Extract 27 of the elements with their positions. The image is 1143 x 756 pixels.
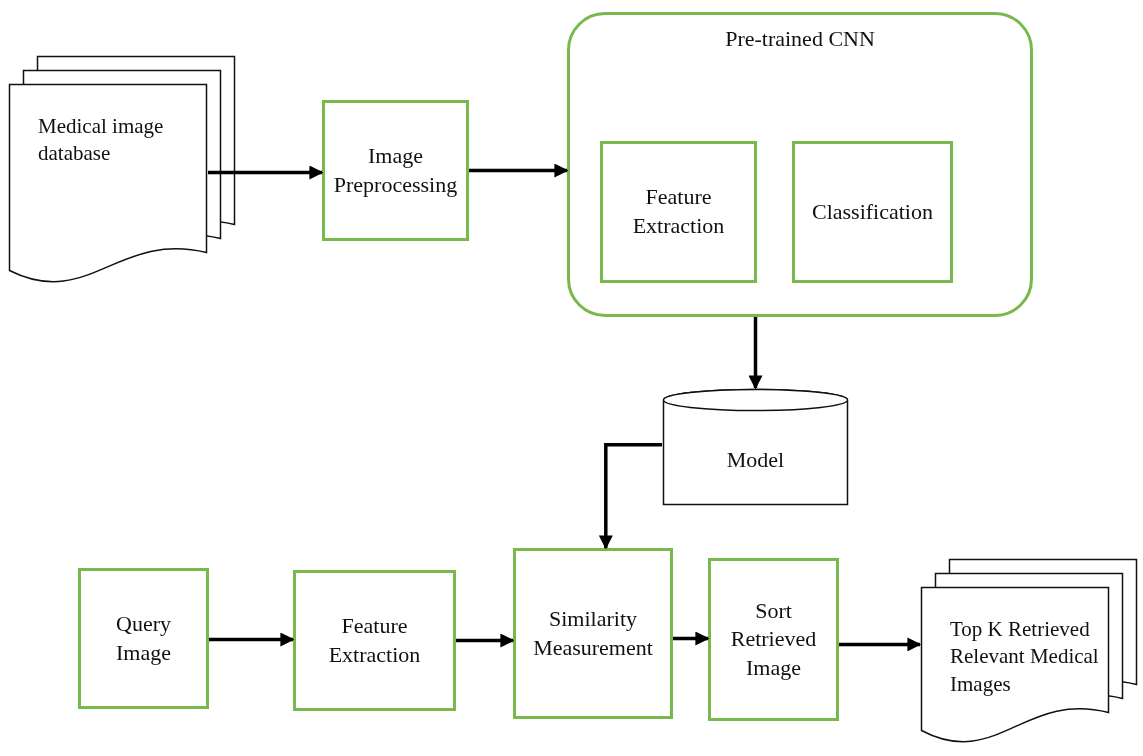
arrow [456, 633, 515, 648]
process-box [792, 141, 953, 283]
process-box [322, 100, 469, 241]
process-box [78, 568, 209, 709]
node-label: Top K Retrieved Relevant Medical Images [950, 616, 1100, 698]
arrow [748, 317, 763, 390]
process-box [600, 141, 757, 283]
node-label: Model [726, 445, 785, 474]
arrow [839, 637, 922, 652]
node-label: Feature Extraction [631, 183, 726, 240]
process-box [293, 570, 456, 711]
node-label: Sort Retrieved Image [729, 596, 818, 682]
arrow [208, 165, 324, 180]
process-box [708, 558, 839, 721]
rounded-group-box [567, 12, 1033, 317]
node-label: Feature Extraction [327, 611, 422, 669]
node-label: Query Image [115, 609, 172, 667]
group-heading: Pre-trained CNN [725, 26, 875, 51]
node-label: Similarity Measurement [532, 604, 654, 662]
arrow [673, 631, 710, 646]
node-label: Image Preprocessing [332, 141, 459, 199]
node-label: Medical image database [38, 113, 165, 168]
arrow [469, 163, 569, 178]
arrow [598, 442, 662, 550]
arrow [209, 632, 295, 647]
node-label: Classification [812, 197, 933, 226]
process-box [513, 548, 673, 719]
